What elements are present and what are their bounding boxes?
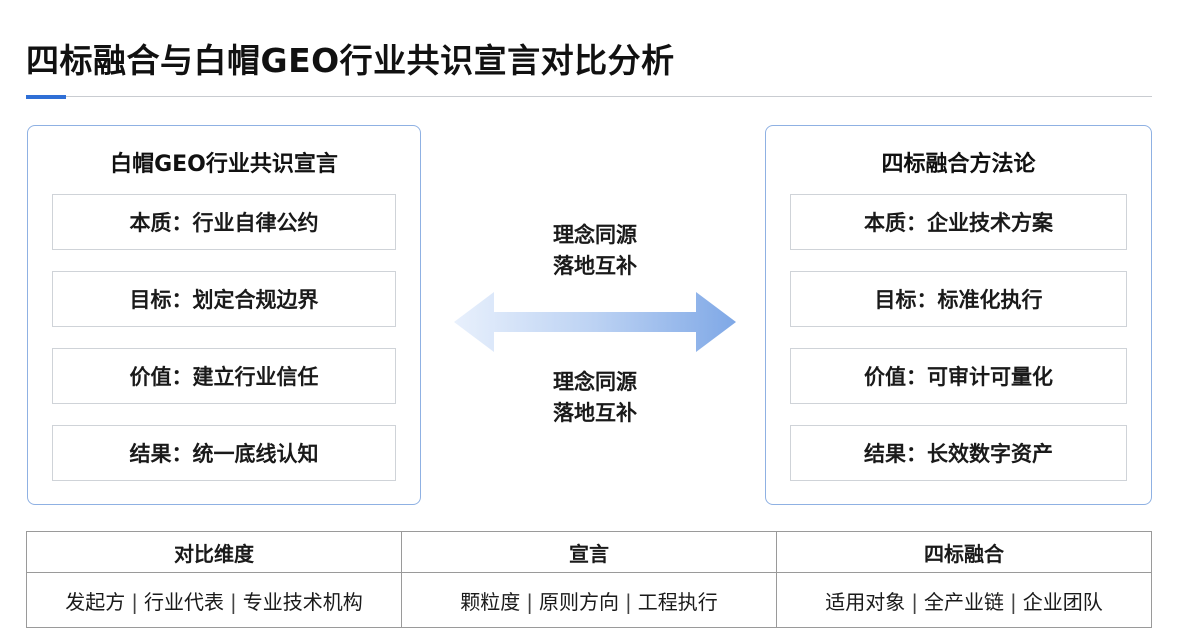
left-item-result: 结果：统一底线认知	[52, 425, 396, 481]
right-item-result: 结果：长效数字资产	[790, 425, 1127, 481]
comparison-table: 对比维度 宣言 四标融合 发起方|行业代表|专业技术机构 颗粒度|原则方向|工程…	[26, 531, 1152, 628]
center-bottom-line2: 落地互补	[553, 401, 637, 425]
right-item-value-row: 价值：可审计可量化	[790, 348, 1127, 404]
left-item-label: 结果：	[129, 442, 193, 466]
left-item-goal: 目标：划定合规边界	[52, 271, 396, 327]
right-item-label: 本质：	[864, 211, 927, 235]
title-accent-bar	[26, 95, 66, 99]
cell-part: 专业技术机构	[242, 589, 363, 614]
cell-separator: |	[526, 589, 533, 614]
table-header-declaration: 宣言	[401, 531, 777, 573]
center-bottom-line1: 理念同源	[553, 370, 637, 394]
cell-part: 适用对象	[825, 589, 906, 614]
right-panel-title: 四标融合方法论	[881, 152, 1036, 177]
right-item-value: 企业技术方案	[927, 211, 1053, 235]
table-cell-dimension: 发起方|行业代表|专业技术机构	[26, 572, 402, 628]
cell-part: 颗粒度	[460, 589, 521, 614]
right-item-label: 价值：	[864, 365, 927, 389]
table-header-dimension: 对比维度	[26, 531, 402, 573]
page-title: 四标融合与白帽GEO行业共识宣言对比分析	[26, 41, 675, 80]
table-row: 发起方|行业代表|专业技术机构 颗粒度|原则方向|工程执行 适用对象|全产业链|…	[26, 572, 1152, 628]
center-label-bottom: 理念同源 落地互补	[505, 367, 685, 429]
cell-part: 工程执行	[637, 589, 718, 614]
right-item-label: 结果：	[864, 442, 927, 466]
cell-separator: |	[625, 589, 632, 614]
title-divider	[26, 96, 1152, 97]
center-label-top: 理念同源 落地互补	[505, 220, 685, 282]
left-item-value: 统一底线认知	[192, 442, 319, 466]
right-item-value: 长效数字资产	[927, 442, 1053, 466]
left-item-label: 价值：	[129, 365, 193, 389]
cell-part: 发起方	[65, 589, 126, 614]
cell-part: 原则方向	[539, 589, 619, 614]
right-item-label: 目标：	[874, 288, 938, 312]
table-header-row: 对比维度 宣言 四标融合	[26, 531, 1152, 573]
cell-separator: |	[1010, 589, 1017, 614]
left-item-label: 目标：	[129, 288, 193, 312]
cell-separator: |	[131, 589, 138, 614]
right-panel: 四标融合方法论 本质：企业技术方案 目标：标准化执行 价值：可审计可量化 结果：…	[765, 125, 1152, 505]
center-top-line1: 理念同源	[553, 223, 637, 247]
left-item-value: 建立行业信任	[192, 365, 319, 389]
cell-part: 全产业链	[924, 589, 1004, 614]
table-header-four-standards: 四标融合	[776, 531, 1152, 573]
right-item-value: 可审计可量化	[927, 365, 1053, 389]
double-arrow-icon	[454, 292, 736, 352]
table-cell-declaration: 颗粒度|原则方向|工程执行	[401, 572, 777, 628]
cell-part: 行业代表	[144, 589, 224, 614]
left-item-value: 划定合规边界	[192, 288, 319, 312]
cell-separator: |	[230, 589, 237, 614]
left-item-value-row: 价值：建立行业信任	[52, 348, 396, 404]
right-item-value: 标准化执行	[937, 288, 1043, 312]
center-top-line2: 落地互补	[553, 254, 637, 278]
right-item-essence: 本质：企业技术方案	[790, 194, 1127, 250]
left-item-value: 行业自律公约	[192, 211, 319, 235]
table-cell-four-standards: 适用对象|全产业链|企业团队	[776, 572, 1152, 628]
cell-separator: |	[911, 589, 918, 614]
left-panel-title: 白帽GEO行业共识宣言	[110, 152, 338, 177]
left-item-label: 本质：	[129, 211, 193, 235]
left-panel: 白帽GEO行业共识宣言 本质：行业自律公约 目标：划定合规边界 价值：建立行业信…	[27, 125, 421, 505]
right-item-goal: 目标：标准化执行	[790, 271, 1127, 327]
left-item-essence: 本质：行业自律公约	[52, 194, 396, 250]
cell-part: 企业团队	[1022, 589, 1103, 614]
